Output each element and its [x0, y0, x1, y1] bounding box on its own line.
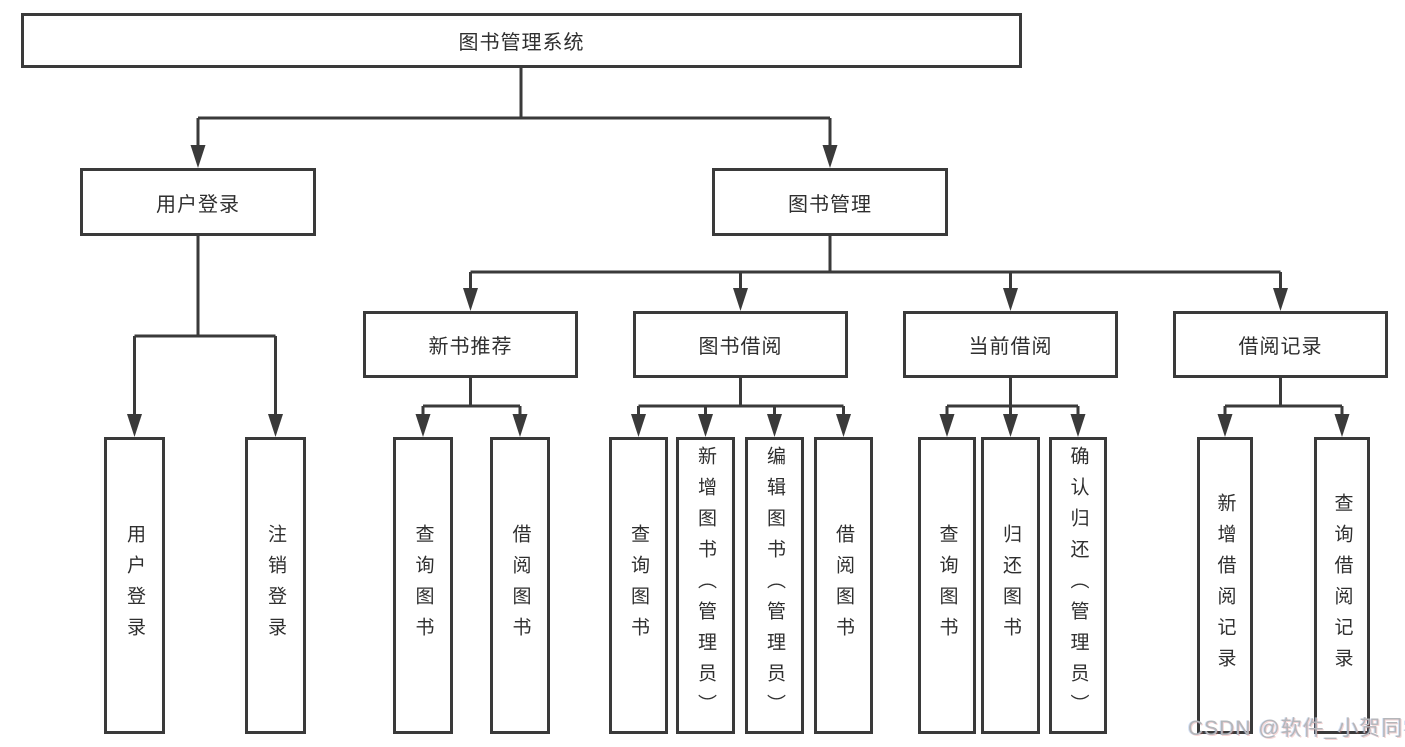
node-label: 新增借阅记录 — [1214, 492, 1236, 679]
node-label: 确认归还（管理员） — [1067, 446, 1089, 725]
node-new-book-recommendation: 新书推荐 — [363, 311, 578, 378]
node-label: 查询图书 — [412, 523, 434, 648]
node-return-books: 归还图书 — [981, 437, 1040, 734]
node-query-books-current: 查询图书 — [918, 437, 976, 734]
node-label: 图书管理 — [788, 193, 872, 216]
node-borrowing-records: 借阅记录 — [1173, 311, 1388, 378]
node-borrow-books-recommend: 借阅图书 — [490, 437, 550, 734]
node-label: 查询借阅记录 — [1331, 492, 1353, 679]
node-library-management-system: 图书管理系统 — [21, 13, 1022, 68]
node-label: 用户登录 — [124, 523, 145, 648]
node-label: 图书借阅 — [698, 336, 783, 358]
node-label: 借阅图书 — [833, 523, 854, 648]
node-label: 查询图书 — [936, 523, 958, 648]
node-query-books-borrowing: 查询图书 — [609, 437, 668, 734]
node-label: 新增图书（管理员） — [695, 446, 716, 725]
node-label: 查询图书 — [628, 523, 649, 648]
node-label: 当前借阅 — [968, 336, 1053, 358]
node-add-borrow-record: 新增借阅记录 — [1197, 437, 1253, 734]
node-confirm-return-admin: 确认归还（管理员） — [1049, 437, 1107, 734]
node-current-borrowing: 当前借阅 — [903, 311, 1118, 378]
node-label: 图书管理系统 — [458, 32, 585, 54]
node-logout-action: 注销登录 — [245, 437, 306, 734]
node-label: 编辑图书（管理员） — [764, 446, 785, 725]
node-label: 借阅记录 — [1238, 336, 1323, 358]
node-edit-books-admin: 编辑图书（管理员） — [745, 437, 804, 734]
node-book-borrowing: 图书借阅 — [633, 311, 848, 378]
node-add-books-admin: 新增图书（管理员） — [676, 437, 735, 734]
node-book-management: 图书管理 — [712, 168, 948, 236]
node-label: 归还图书 — [1000, 523, 1021, 648]
node-borrow-books-borrowing: 借阅图书 — [814, 437, 873, 734]
node-user-login: 用户登录 — [80, 168, 316, 236]
node-query-borrow-record: 查询借阅记录 — [1314, 437, 1370, 734]
node-user-login-action: 用户登录 — [104, 437, 165, 734]
node-label: 用户登录 — [156, 193, 240, 216]
node-label: 借阅图书 — [509, 523, 531, 648]
watermark: CSDN @软件_小贺同学 — [1188, 717, 1405, 740]
node-query-books-recommend: 查询图书 — [393, 437, 453, 734]
node-label: 注销登录 — [265, 523, 286, 648]
node-label: 新书推荐 — [428, 336, 513, 358]
